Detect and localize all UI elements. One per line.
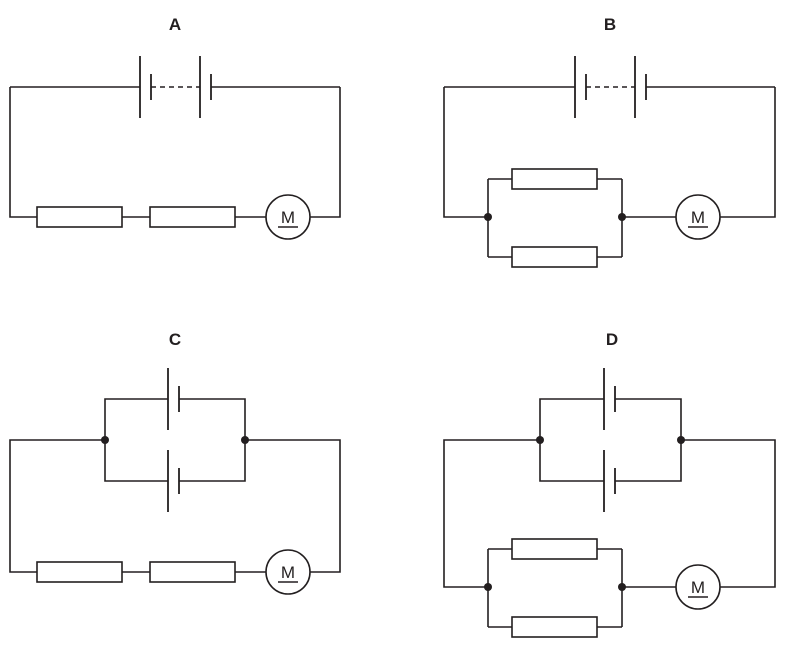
motor-label-b: M [691,208,705,227]
wire-right-b [720,87,776,218]
junction-c2 [241,436,249,444]
wire-right-a [310,87,341,218]
motor-label-c: M [281,563,295,582]
resistor-b2 [511,246,598,268]
resistor-a1 [36,206,123,228]
battery-b [444,56,775,118]
circuit-c: C M [9,330,341,595]
motor-label-d: M [691,578,705,597]
wire-left-a [9,87,37,218]
panel-label-d: D [606,330,618,349]
junction-d4 [618,583,626,591]
motor-label-a: M [281,208,295,227]
wire-right-c [245,439,341,573]
panel-label-b: B [604,15,616,34]
junction-b1 [484,213,492,221]
motor-c: M [265,549,311,595]
battery-d [539,368,682,512]
resistor-c1 [36,561,123,583]
panel-label-a: A [169,15,181,34]
resistor-d1 [511,538,598,560]
motor-d: M [675,564,721,610]
wire-left-b [443,87,488,218]
resistor-d2 [511,616,598,638]
motor-a: M [265,194,311,240]
wire-left-d [443,439,540,588]
junction-b2 [618,213,626,221]
battery-c [104,368,246,512]
resistor-c2 [149,561,236,583]
resistor-a2 [149,206,236,228]
circuit-b: B M [443,15,776,268]
wire-left-c [9,439,105,573]
wire-right-d [681,439,776,588]
junction-d3 [484,583,492,591]
panel-label-c: C [169,330,181,349]
circuit-a: A M [9,15,341,240]
resistor-b1 [511,168,598,190]
circuit-d: D M [443,330,776,638]
battery-a [10,56,340,118]
junction-c1 [101,436,109,444]
motor-b: M [675,194,721,240]
